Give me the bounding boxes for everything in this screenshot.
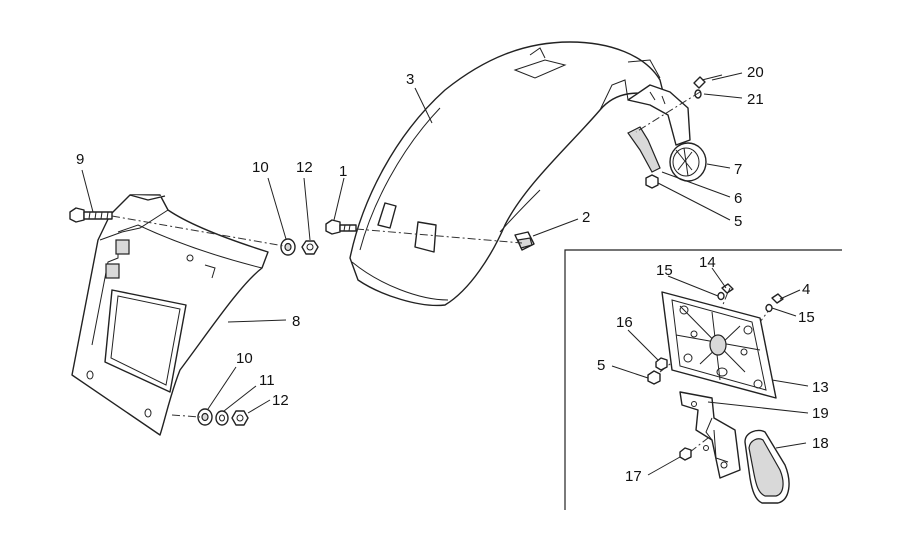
callout-7: 7: [734, 161, 742, 178]
callout-8: 8: [292, 313, 300, 330]
nut-17: [679, 447, 692, 461]
bolt-4: [771, 293, 784, 304]
screw-20: [693, 74, 723, 89]
callout-17: 17: [625, 468, 642, 485]
washer-10-lower: [197, 408, 213, 426]
callout-14: 14: [699, 254, 716, 271]
clip-nut-2: [514, 231, 535, 251]
nut-12-lower: [231, 410, 249, 426]
callout-18: 18: [812, 435, 829, 452]
callout-5-inset: 5: [597, 357, 605, 374]
washer-15-left: [717, 291, 725, 301]
callout-9: 9: [76, 151, 84, 168]
callout-15-right: 15: [798, 309, 815, 326]
callout-16: 16: [616, 314, 633, 331]
screw-1: [325, 219, 357, 235]
callout-13: 13: [812, 379, 829, 396]
callout-labels: 9 10 12 1 3 2 20 21 7 6 5 8 10 11 12 14 …: [76, 64, 829, 485]
reflector-bracket: [627, 126, 661, 173]
plate-light-18: [744, 429, 790, 504]
rear-fender: [349, 41, 666, 307]
callout-12-upper: 12: [296, 159, 313, 176]
callout-20: 20: [747, 64, 764, 81]
callout-6: 6: [734, 190, 742, 207]
callout-2: 2: [582, 209, 590, 226]
bracket-19: [679, 391, 741, 479]
callout-21: 21: [747, 91, 764, 108]
leader-lines: [81, 72, 809, 476]
washer-11: [215, 410, 229, 426]
fender-rear-bracket: [627, 84, 691, 146]
license-plate-holder: [71, 194, 269, 436]
callout-10-lower: 10: [236, 350, 253, 367]
nut-12-upper: [301, 240, 319, 255]
callout-1: 1: [339, 163, 347, 180]
callout-10-upper: 10: [252, 159, 269, 176]
callout-5-top: 5: [734, 213, 742, 230]
callout-11: 11: [259, 372, 275, 389]
nut-16: [655, 357, 668, 371]
callout-12-lower: 12: [272, 392, 289, 409]
callout-4: 4: [802, 281, 810, 298]
callout-3: 3: [406, 71, 414, 88]
screw-9: [69, 207, 113, 223]
assembly-axes: [111, 91, 773, 453]
nut-5-top: [645, 174, 659, 189]
callout-15-left: 15: [656, 262, 673, 279]
callout-19: 19: [812, 405, 829, 422]
reflector: [669, 142, 707, 182]
nut-5-inset: [647, 370, 661, 385]
inset-frame: [564, 249, 842, 510]
washer-15-right: [765, 303, 773, 313]
plate-bracket: [661, 291, 777, 399]
washer-10-upper: [280, 238, 296, 256]
